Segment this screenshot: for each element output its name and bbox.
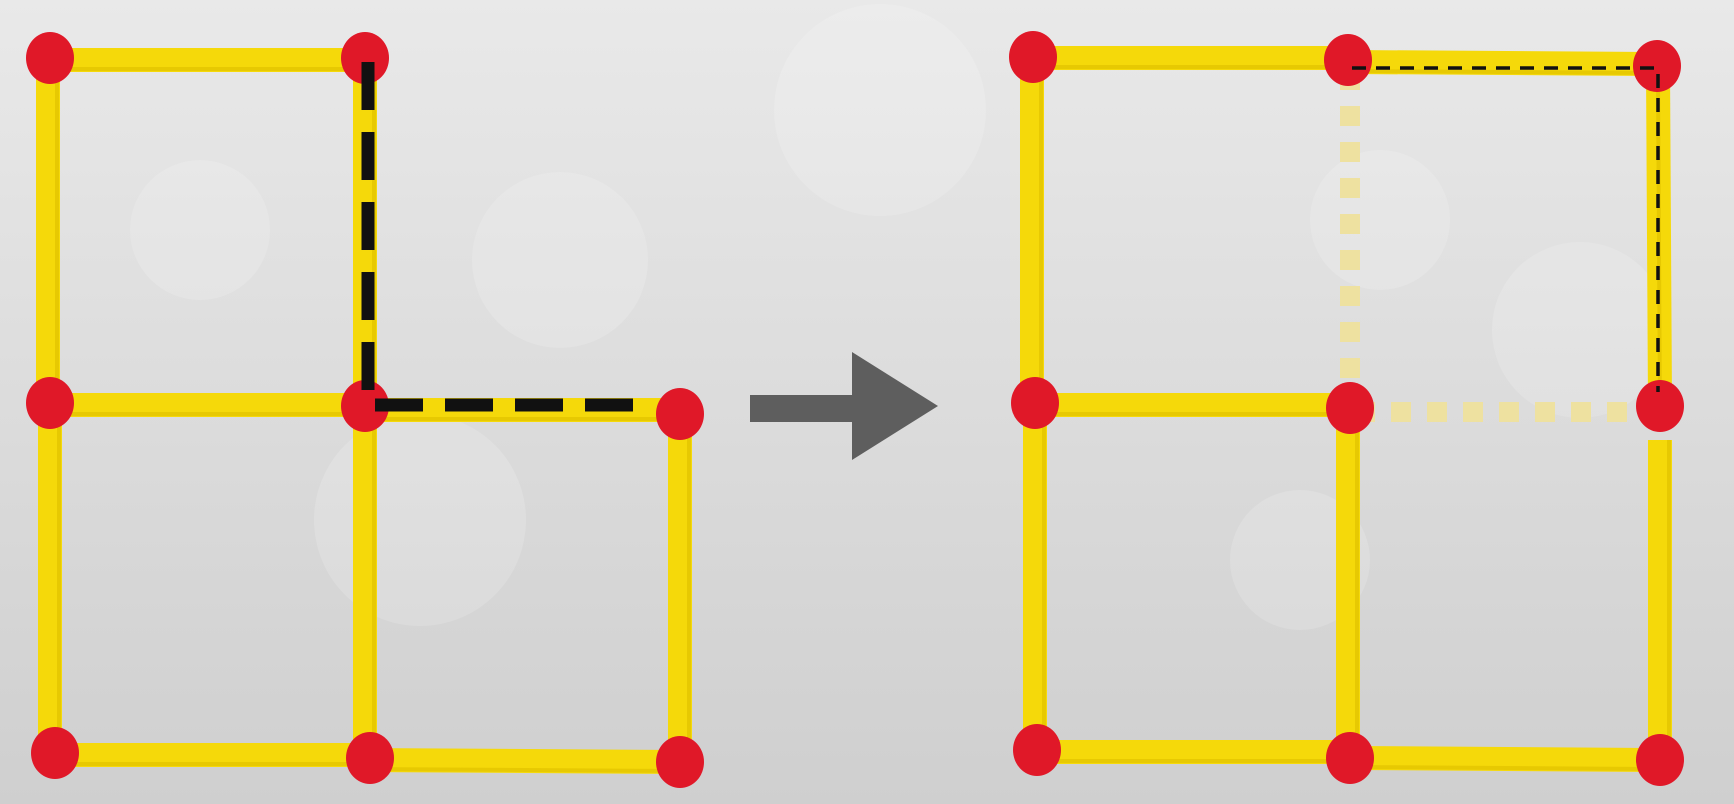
match-head [1011,377,1059,429]
match-head [1326,732,1374,784]
matchstick-shade [370,769,680,771]
match-head [1013,724,1061,776]
match-head [26,377,74,429]
match-head [346,732,394,784]
matchstick-shade [1352,767,1660,769]
background-suit-shape [774,4,986,216]
matchstick-shade [1350,71,1655,73]
match-head [1326,382,1374,434]
arrow-shaft [750,395,860,422]
match-head [656,736,704,788]
match-head [26,32,74,84]
background-suit-shape [130,160,270,300]
match-head [1636,734,1684,786]
matchstick [370,760,680,762]
background-suit-shape [314,414,526,626]
matchstick [1350,62,1655,64]
match-head [656,388,704,440]
background-suit-shape [472,172,648,348]
matchstick [1352,758,1660,760]
match-head [1009,31,1057,83]
match-head [31,727,79,779]
match-head [1324,34,1372,86]
background-suit-shape [1310,150,1450,290]
match-head [1636,380,1684,432]
